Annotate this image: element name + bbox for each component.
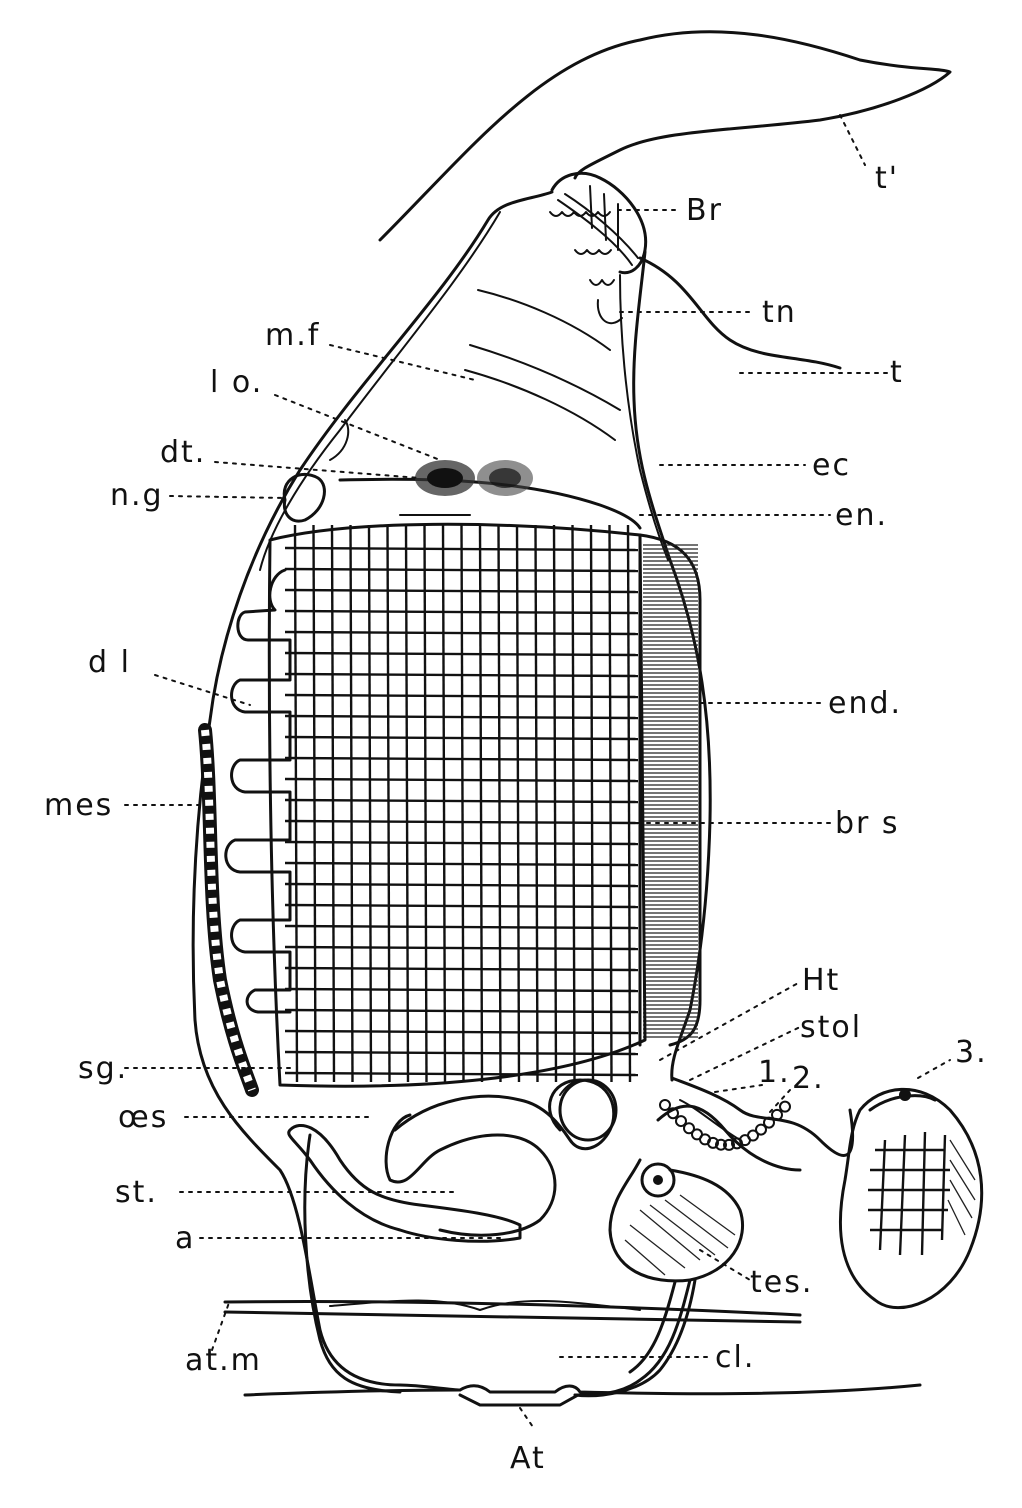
label-tn: tn — [762, 295, 797, 330]
label-ng: n.g — [110, 478, 164, 513]
label-ht: Ht — [802, 963, 840, 998]
stigma-bar — [284, 924, 639, 930]
label-brs: br s — [835, 806, 900, 841]
stigma-bar — [284, 861, 639, 867]
label-at: At — [510, 1441, 546, 1476]
label-en: en. — [835, 498, 888, 533]
longitudinal-bar — [423, 524, 428, 1083]
label-lo: l o. — [210, 365, 263, 400]
stolon-cell — [667, 1107, 679, 1120]
stigma-bar — [284, 987, 639, 993]
label-dt: dt. — [160, 435, 206, 470]
label-end: end. — [828, 686, 902, 721]
stolon-cell — [675, 1115, 687, 1128]
stolon-cell — [659, 1099, 671, 1111]
branchial-siphon — [549, 171, 648, 325]
muscle-fibres — [464, 289, 621, 441]
longitudinal-bar — [626, 524, 632, 1083]
label-stol: stol — [800, 1010, 862, 1045]
label-3: 3. — [955, 1035, 988, 1070]
label-1: 1. — [758, 1055, 791, 1090]
longitudinal-bar — [552, 524, 558, 1083]
longitudinal-bar — [497, 524, 502, 1083]
tentacle-lower — [638, 256, 842, 370]
stolon-cell — [747, 1129, 759, 1142]
leader-lines — [124, 114, 951, 1431]
stolon-cell — [707, 1136, 719, 1149]
bud — [839, 1087, 984, 1310]
stigma-bar — [284, 1029, 639, 1035]
longitudinal-bar — [515, 524, 521, 1083]
labels: t' Br tn t m.f l o. dt. ec n.g en. d l e… — [44, 161, 988, 1476]
label-br: Br — [686, 193, 723, 228]
stolon-cell — [715, 1138, 727, 1151]
nerve-ganglion — [415, 460, 533, 496]
stigma-bar — [284, 1071, 639, 1077]
dorsal-languets — [224, 568, 292, 1014]
pharynx-top — [282, 419, 642, 530]
stolon-cell — [763, 1116, 775, 1129]
testis — [573, 1158, 745, 1397]
label-cl: cl. — [715, 1340, 755, 1375]
longitudinal-bar — [460, 524, 465, 1083]
label-t-prime: t' — [875, 161, 899, 196]
label-st: st. — [115, 1175, 158, 1210]
longitudinal-bar — [312, 524, 317, 1083]
endostyle — [638, 533, 702, 1047]
stolon — [656, 1076, 855, 1172]
label-a: a — [175, 1221, 195, 1256]
stolon-cell — [779, 1100, 791, 1113]
mesoderm-strand — [198, 723, 259, 1097]
label-sg: sg. — [78, 1051, 128, 1086]
stigma-bar — [284, 1008, 639, 1014]
longitudinal-bar — [349, 524, 354, 1083]
longitudinal-bar — [608, 524, 613, 1083]
stolon-cell — [683, 1122, 695, 1135]
longitudinal-bar — [441, 524, 447, 1083]
longitudinal-bar — [478, 524, 484, 1083]
gut — [287, 1078, 618, 1243]
stolon-cell — [755, 1123, 767, 1136]
longitudinal-bar — [534, 524, 539, 1083]
cloaca — [303, 1133, 697, 1398]
label-dl: d l — [88, 645, 131, 680]
longitudinal-bar — [571, 524, 576, 1083]
stigma-bar — [284, 882, 639, 888]
label-ec: ec — [812, 448, 851, 483]
stolon-cell — [771, 1108, 783, 1121]
label-mes: mes — [44, 788, 113, 823]
atrial-muscle-band — [223, 1299, 802, 1324]
label-t: t — [890, 355, 904, 390]
stigma-bar — [284, 903, 639, 909]
longitudinal-bar — [589, 524, 595, 1083]
stigma-bar — [284, 966, 639, 972]
label-2: 2. — [792, 1061, 825, 1096]
stolon-cell — [723, 1138, 735, 1151]
label-atm: at.m — [185, 1343, 262, 1378]
longitudinal-bar — [367, 524, 373, 1083]
stigma-bar — [284, 945, 639, 951]
stigma-bar — [284, 1050, 639, 1056]
atrial-aperture — [243, 1383, 922, 1407]
label-oes: œs — [118, 1100, 168, 1135]
longitudinal-bar — [386, 524, 391, 1083]
longitudinal-bar — [293, 524, 299, 1083]
label-tes: tes. — [750, 1265, 813, 1300]
tentacle-upper — [378, 30, 952, 242]
body-outline — [191, 190, 712, 1392]
longitudinal-bar — [330, 524, 336, 1083]
branchial-sac — [267, 514, 647, 1088]
label-mf: m.f — [265, 318, 320, 353]
longitudinal-bar — [404, 524, 410, 1083]
